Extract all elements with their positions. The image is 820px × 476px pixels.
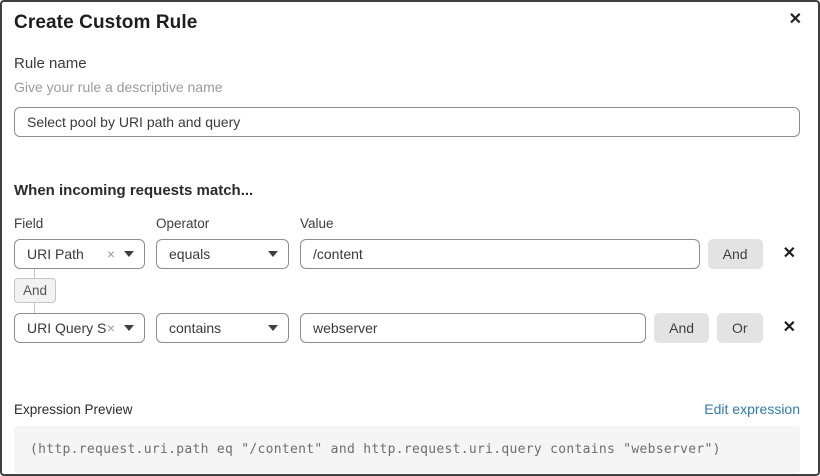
expression-preview-header: Expression Preview Edit expression [14, 401, 800, 417]
and-button[interactable]: And [707, 239, 763, 269]
operator-select[interactable]: equals [156, 239, 289, 269]
operator-select-value: contains [169, 320, 222, 336]
field-select-value: URI Query St... [27, 320, 107, 336]
expression-code: (http.request.uri.path eq "/content" and… [14, 426, 800, 473]
chevron-down-icon [124, 251, 134, 257]
rule-name-input[interactable] [14, 107, 800, 137]
row-connector: And [14, 269, 74, 313]
connector-and-badge: And [14, 278, 56, 303]
field-select[interactable]: URI Query St... × [14, 313, 145, 343]
chevron-down-icon [268, 251, 278, 257]
operator-select[interactable]: contains [156, 313, 289, 343]
clear-select-icon[interactable]: × [106, 320, 115, 336]
condition-row: URI Path × equals And ✕ [14, 239, 800, 269]
connector-line [34, 303, 35, 313]
close-icon[interactable]: ✕ [785, 8, 806, 32]
edit-expression-link[interactable]: Edit expression [704, 401, 800, 417]
clear-select-icon[interactable]: × [106, 246, 115, 262]
or-button[interactable]: Or [717, 313, 763, 343]
field-column-label: Field [14, 216, 44, 231]
condition-row: URI Query St... × contains And Or ✕ [14, 313, 800, 343]
remove-row-icon[interactable]: ✕ [779, 246, 800, 262]
rule-name-label: Rule name [14, 55, 87, 72]
remove-row-icon[interactable]: ✕ [779, 320, 800, 336]
field-select-value: URI Path [27, 246, 84, 262]
chevron-down-icon [268, 325, 278, 331]
chevron-down-icon [124, 325, 134, 331]
value-input[interactable] [300, 239, 700, 269]
operator-column-label: Operator [156, 216, 210, 231]
value-input[interactable] [300, 313, 647, 343]
rule-name-helper: Give your rule a descriptive name [14, 79, 223, 95]
connector-line [34, 269, 35, 278]
operator-select-value: equals [169, 246, 211, 262]
value-column-label: Value [300, 216, 334, 231]
match-section-heading: When incoming requests match... [14, 182, 254, 199]
field-select[interactable]: URI Path × [14, 239, 145, 269]
column-labels: Field Operator Value [14, 216, 800, 231]
and-button[interactable]: And [654, 313, 710, 343]
expression-preview-label: Expression Preview [14, 402, 133, 417]
page-title: Create Custom Rule [14, 12, 198, 33]
